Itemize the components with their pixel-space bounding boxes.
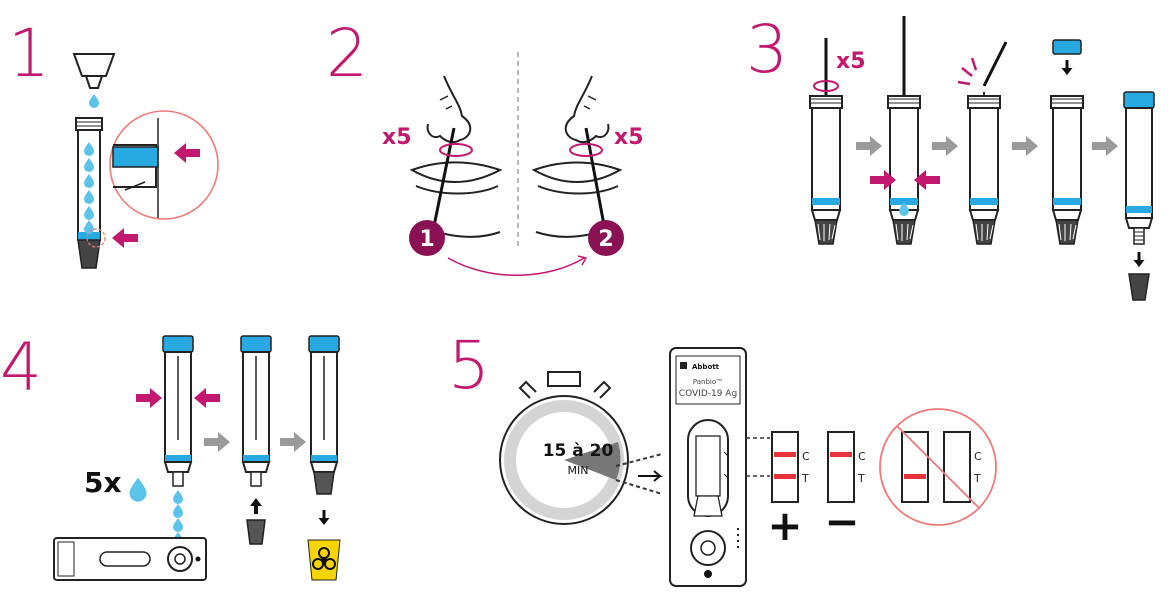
tube-cap-bottom-icon <box>240 335 272 545</box>
test-label: T <box>973 472 981 485</box>
tube-cap-icon <box>1050 39 1084 245</box>
arrow-right-icon <box>856 136 882 156</box>
step-1-number: 1 <box>8 15 50 92</box>
svg-text:1: 1 <box>419 227 434 252</box>
face-right-icon <box>531 75 623 238</box>
sequence-arrow-icon <box>447 257 585 276</box>
control-label: C <box>974 450 982 463</box>
tube-capped-icon <box>1123 91 1155 301</box>
swab-left <box>430 127 456 237</box>
fill-line-arrow-icon <box>112 228 138 248</box>
tube-snap-icon <box>957 41 1008 245</box>
control-label: C <box>802 450 810 463</box>
invalid-result: C T <box>879 408 997 526</box>
step-2: 2 x5 1 x5 2 <box>326 15 644 276</box>
arrow-right-icon <box>1092 136 1118 156</box>
svg-text:2: 2 <box>598 227 613 252</box>
positive-result: C T + <box>767 431 810 550</box>
test-cassette-icon: Abbott Panbio™ COVID-19 Ag <box>669 347 747 587</box>
drops-count: 5x <box>84 466 122 499</box>
biohazard-icon <box>307 539 341 581</box>
swirl-count-right: x5 <box>614 125 644 150</box>
negative-symbol: − <box>824 497 859 546</box>
zoom-detail <box>109 110 219 220</box>
arrow-right-icon <box>1012 136 1038 156</box>
step-4: 4 5x <box>0 329 341 581</box>
swirl-left-icon <box>439 143 473 157</box>
nostril-2-badge: 2 <box>588 220 624 256</box>
tube-swirl-icon <box>809 38 843 245</box>
dropper-bottle-icon <box>72 53 116 108</box>
prohibited-icon <box>896 425 980 509</box>
test-label: T <box>801 472 809 485</box>
arrow-right-icon <box>280 432 306 452</box>
step-5-number: 5 <box>448 327 490 404</box>
timer-unit: MIN <box>568 464 589 477</box>
negative-result: C T − <box>824 431 866 546</box>
step-2-number: 2 <box>326 15 368 92</box>
tube-dispense-icon <box>162 335 194 487</box>
swirl-count: x5 <box>836 49 866 74</box>
step-5: 5 15 à 20 MIN Abbott Panbio™ COVID-19 Ag <box>448 327 997 587</box>
device-product-line1: Panbio™ <box>693 378 723 386</box>
device-product-line2: COVID-19 Ag <box>679 389 737 399</box>
squeeze-arrow-icon <box>194 388 220 408</box>
step-3: 3 x5 <box>746 11 1155 301</box>
extraction-tube-icon <box>75 117 106 269</box>
nostril-1-badge: 1 <box>409 220 445 256</box>
tube-squeeze-icon <box>887 16 921 245</box>
stopwatch-icon: 15 à 20 MIN <box>499 371 629 525</box>
swirl-right-icon <box>569 143 603 157</box>
control-label: C <box>858 450 866 463</box>
step-4-number: 4 <box>0 329 42 406</box>
test-label: T <box>857 472 865 485</box>
drop-icon <box>129 477 147 502</box>
arrow-right-icon <box>932 136 958 156</box>
tube-closed-icon <box>308 335 340 525</box>
timer-duration: 15 à 20 <box>543 441 614 461</box>
test-device-icon <box>53 537 207 581</box>
arrow-right-icon <box>204 432 230 452</box>
device-brand: Abbott <box>692 363 720 371</box>
squeeze-arrow-icon <box>136 388 162 408</box>
positive-symbol: + <box>767 501 802 550</box>
step-3-number: 3 <box>746 11 788 88</box>
step-1: 1 <box>8 15 219 269</box>
swirl-count-left: x5 <box>382 125 412 150</box>
